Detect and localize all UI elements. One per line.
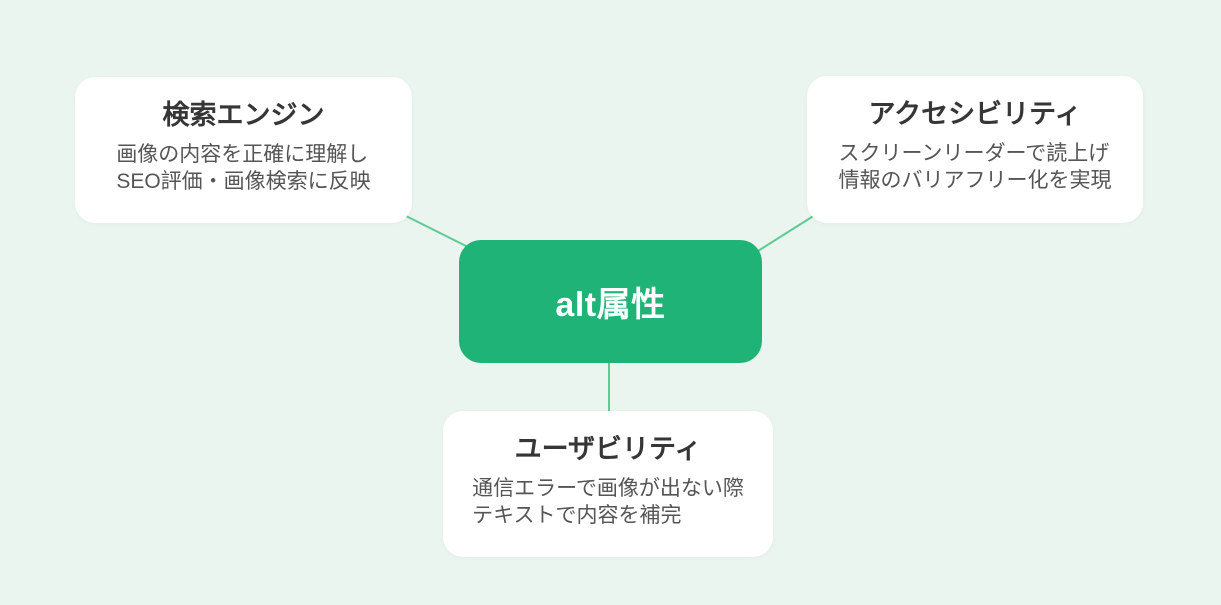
node-accessibility-title: アクセシビリティ (868, 99, 1082, 129)
node-accessibility-description-line2: 情報のバリアフリー化を実現 (838, 169, 1112, 193)
node-alt-attribute: alt属性 (459, 240, 762, 363)
node-search-engine-description: 画像の内容を正確に理解し SEO評価・画像検索に反映 (116, 141, 370, 196)
node-search-engine-title: 検索エンジン (162, 100, 325, 130)
node-alt-attribute-label: alt属性 (555, 286, 666, 324)
node-usability: ユーザビリティ 通信エラーで画像が出ない際 テキストで内容を補完 (443, 411, 773, 557)
node-usability-description-line1: 通信エラーで画像が出ない際 (472, 476, 744, 500)
connector-search-engine (403, 214, 473, 250)
node-usability-description-line2: テキストで内容を補完 (472, 504, 682, 528)
node-usability-description: 通信エラーで画像が出ない際 テキストで内容を補完 (472, 475, 744, 530)
node-accessibility-description: スクリーンリーダーで読上げ 情報のバリアフリー化を実現 (839, 140, 1112, 195)
node-search-engine-description-line2: SEO評価・画像検索に反映 (116, 170, 371, 194)
connector-accessibility (749, 214, 816, 257)
node-accessibility: アクセシビリティ スクリーンリーダーで読上げ 情報のバリアフリー化を実現 (807, 76, 1143, 223)
node-accessibility-description-line1: スクリーンリーダーで読上げ (838, 141, 1110, 165)
node-search-engine: 検索エンジン 画像の内容を正確に理解し SEO評価・画像検索に反映 (75, 77, 412, 223)
node-search-engine-description-line1: 画像の内容を正確に理解し (116, 142, 369, 166)
node-usability-title: ユーザビリティ (514, 434, 702, 464)
